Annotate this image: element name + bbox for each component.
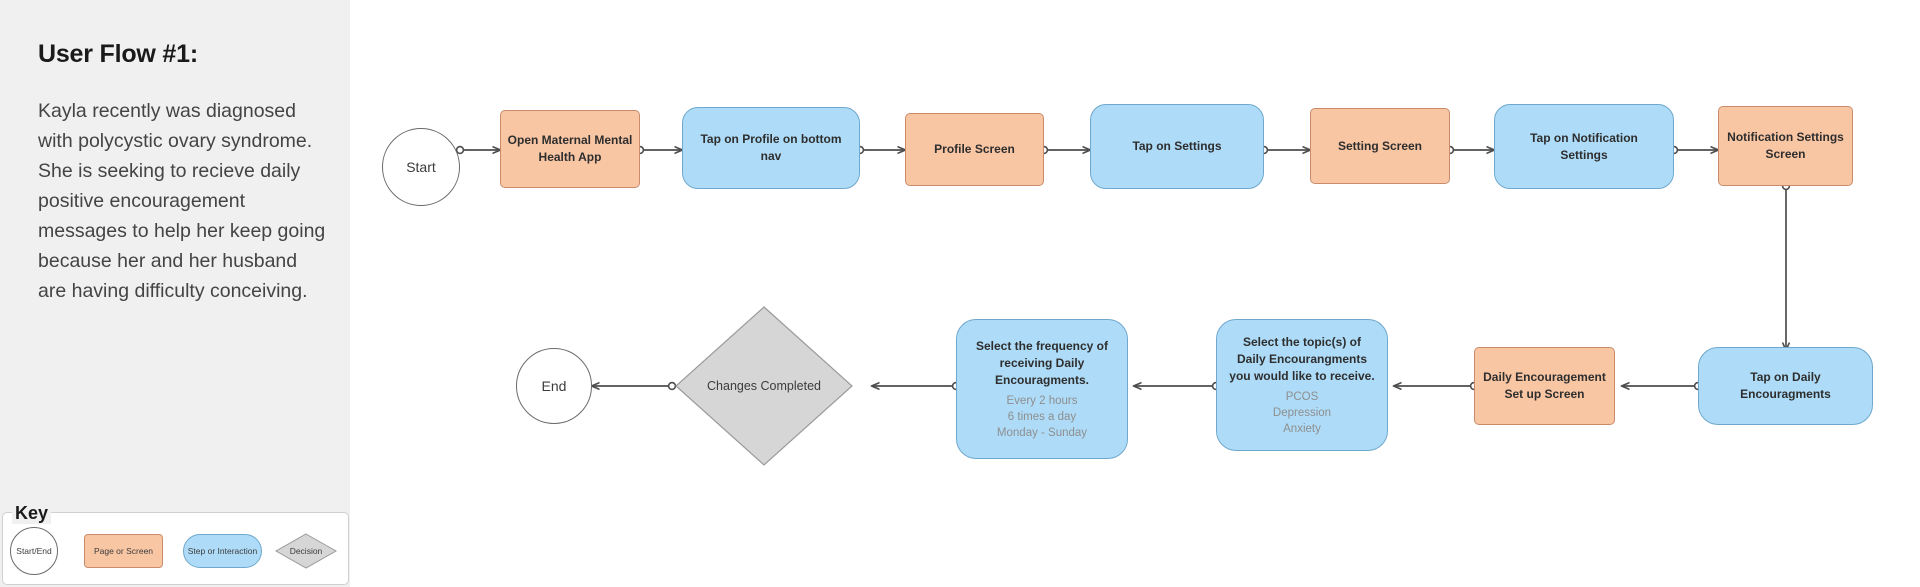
key-item-label: Page or Screen [93, 545, 154, 556]
node-label: Tap on Daily Encouragments [1740, 370, 1831, 401]
node-option[interactable]: 6 times a day [1007, 410, 1077, 423]
node-label: Daily Encouragement Set up Screen [1483, 370, 1606, 401]
node-select-frequency[interactable]: Select the frequency of receiving Daily … [956, 319, 1128, 459]
node-label: Tap on Profile on bottom nav [700, 132, 842, 163]
node-profile-screen[interactable]: Profile Screen [905, 113, 1044, 186]
node-option[interactable]: Every 2 hours [1006, 394, 1078, 407]
node-label: Open Maternal Mental Health App [507, 133, 633, 164]
node-tap-settings[interactable]: Tap on Settings [1090, 104, 1264, 189]
node-select-topics[interactable]: Select the topic(s) of Daily Encourangme… [1216, 319, 1388, 451]
scenario-description: Kayla recently was diagnosed with polycy… [38, 100, 326, 302]
node-option[interactable]: Anxiety [1283, 422, 1321, 435]
key-item-label: Decision [289, 546, 323, 556]
diagram-canvas [350, 0, 1920, 587]
node-label: Select the topic(s) of Daily Encourangme… [1229, 334, 1375, 383]
key-item-decision: Decision [275, 533, 337, 569]
node-label: Tap on Notification Settings [1530, 130, 1638, 162]
node-open-app[interactable]: Open Maternal Mental Health App [500, 110, 640, 188]
node-tap-profile[interactable]: Tap on Profile on bottom nav [682, 107, 860, 189]
node-option[interactable]: PCOS [1285, 390, 1319, 403]
node-label: Profile Screen [934, 142, 1015, 156]
key-item-start-end: Start/End [10, 527, 58, 575]
page-title: User Flow #1: [38, 40, 198, 68]
node-label: Setting Screen [1337, 138, 1423, 153]
node-changes-completed[interactable]: Changes Completed [674, 305, 854, 467]
node-tap-notification-settings[interactable]: Tap on Notification Settings [1494, 104, 1674, 189]
node-label: Select the frequency of receiving Daily … [975, 338, 1109, 387]
node-option[interactable]: Depression [1272, 406, 1332, 419]
node-setting-screen[interactable]: Setting Screen [1310, 108, 1450, 184]
key-item-page-or-screen: Page or Screen [84, 534, 163, 568]
node-daily-encouragement-setup-screen[interactable]: Daily Encouragement Set up Screen [1474, 347, 1615, 425]
node-end[interactable]: End [516, 348, 592, 424]
node-options: PCOS Depression Anxiety [1273, 389, 1331, 437]
node-label: Start [406, 158, 436, 175]
node-label: Notification Settings Screen [1727, 130, 1844, 161]
node-start[interactable]: Start [382, 128, 460, 206]
node-option[interactable]: Monday - Sunday [996, 426, 1088, 439]
key-item-decision-shape [275, 533, 337, 569]
sidebar-panel: User Flow #1: Kayla recently was diagnos… [0, 0, 350, 587]
key-item-step-or-interaction: Step or Interaction [183, 534, 262, 568]
node-label: Changes Completed [707, 378, 821, 393]
key-item-label: Start/End [16, 545, 52, 556]
key-legend-title: Key [12, 503, 52, 524]
node-label: Tap on Settings [1132, 139, 1222, 153]
key-item-label: Step or Interaction [187, 545, 258, 556]
node-options: Every 2 hours 6 times a day Monday - Sun… [997, 393, 1087, 441]
node-notification-settings-screen[interactable]: Notification Settings Screen [1718, 106, 1853, 186]
node-label: End [541, 377, 567, 394]
node-tap-daily-encouragments[interactable]: Tap on Daily Encouragments [1698, 347, 1873, 425]
decision-diamond-shape [675, 306, 853, 466]
